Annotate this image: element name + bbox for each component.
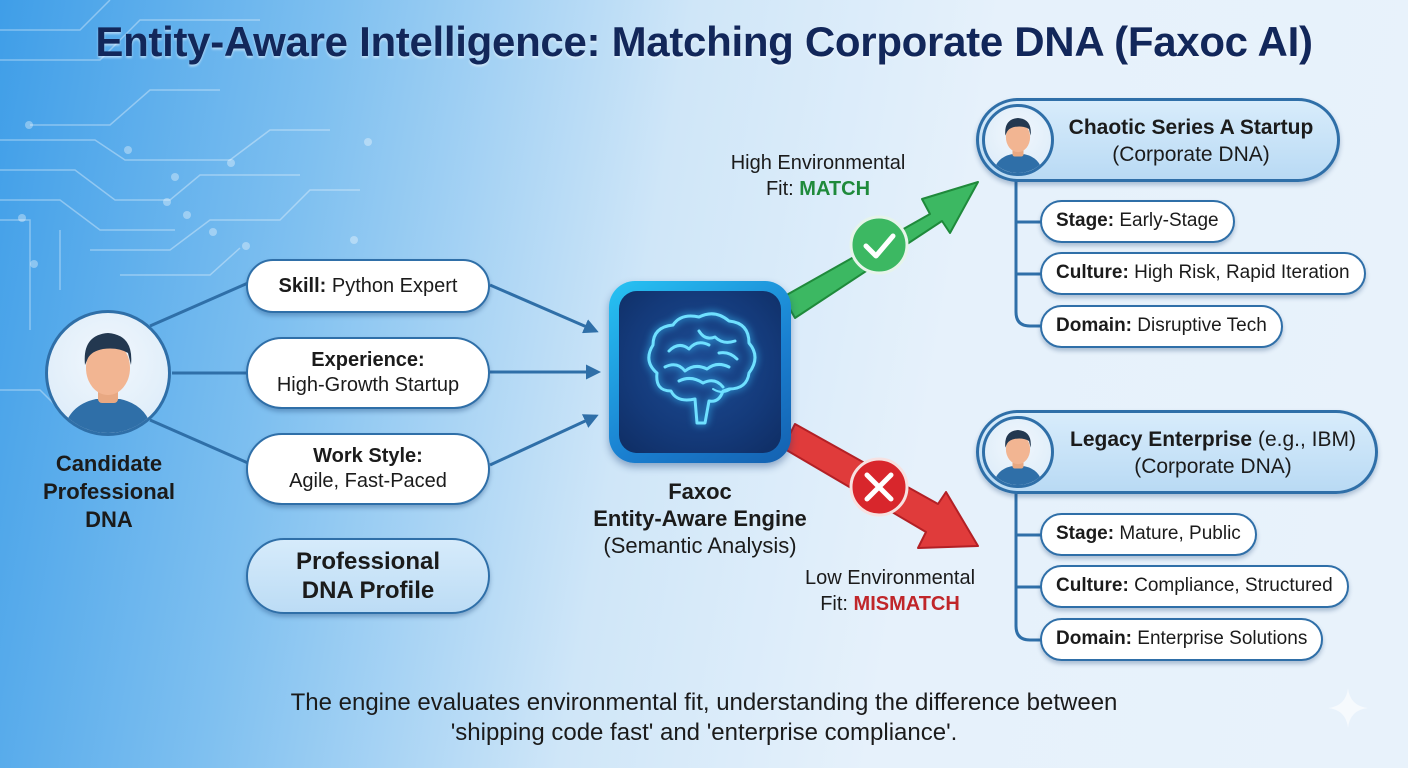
match-status: MATCH bbox=[799, 178, 871, 200]
company-attribute-domain[interactable]: Domain: Disruptive Tech bbox=[1040, 305, 1283, 348]
candidate-label: Candidate Professional DNA bbox=[30, 450, 188, 534]
candidate-label-line: DNA bbox=[85, 507, 133, 532]
match-check-badge bbox=[849, 215, 909, 275]
engine-icon-box bbox=[609, 281, 791, 463]
attribute-key: Stage: bbox=[1056, 210, 1115, 231]
company-title-enterprise: Legacy Enterprise (e.g., IBM) (Corporate… bbox=[1060, 426, 1366, 480]
fit-label-line: Low Environmental bbox=[804, 567, 976, 589]
mismatch-fit-label: Low Environmental Fit: MISMATCH bbox=[784, 565, 996, 617]
company-name-suffix: (e.g., IBM) bbox=[1257, 428, 1356, 451]
attribute-value: Compliance, Structured bbox=[1134, 575, 1333, 596]
company-card-enterprise[interactable] bbox=[976, 410, 1378, 494]
engine-icon-inner bbox=[619, 291, 781, 453]
profile-label-line: Professional bbox=[295, 548, 441, 575]
company-attribute-stage[interactable]: Stage: Early-Stage bbox=[1040, 200, 1235, 243]
attribute-pill-experience[interactable]: Experience: High-Growth Startup bbox=[246, 337, 490, 409]
attribute-value: Enterprise Solutions bbox=[1137, 628, 1308, 649]
mismatch-status: MISMATCH bbox=[853, 593, 960, 615]
company-title-startup: Chaotic Series A Startup (Corporate DNA) bbox=[1060, 114, 1322, 168]
company-attribute-culture[interactable]: Culture: Compliance, Structured bbox=[1040, 565, 1349, 608]
attribute-value: Python Expert bbox=[331, 274, 458, 297]
professional-dna-profile-pill[interactable]: Professional DNA Profile bbox=[246, 538, 490, 614]
arrow-workstyle-to-engine bbox=[489, 414, 599, 467]
attribute-value: Disruptive Tech bbox=[1137, 315, 1267, 336]
attribute-key: Skill: bbox=[278, 274, 327, 297]
engine-label: Faxoc Entity-Aware Engine (Semantic Anal… bbox=[560, 478, 840, 559]
fit-label-status-line: Fit: MISMATCH bbox=[784, 591, 996, 617]
attribute-key: Culture: bbox=[1056, 262, 1129, 283]
footer-line: 'shipping code fast' and 'enterprise com… bbox=[450, 719, 958, 746]
fit-label-line: High Environmental bbox=[730, 152, 906, 174]
fit-prefix: Fit: bbox=[820, 593, 854, 615]
candidate-label-line: Candidate bbox=[55, 451, 163, 476]
attribute-key: Work Style: bbox=[313, 445, 423, 467]
engine-description: (Semantic Analysis) bbox=[603, 533, 797, 558]
connector-workstyle bbox=[149, 418, 249, 465]
attribute-key: Experience: bbox=[311, 349, 425, 371]
attribute-pill-workstyle[interactable]: Work Style: Agile, Fast-Paced bbox=[246, 433, 490, 505]
tree-connector-enterprise bbox=[1014, 492, 1044, 642]
company-attribute-stage[interactable]: Stage: Mature, Public bbox=[1040, 513, 1257, 556]
attribute-value: Early-Stage bbox=[1119, 210, 1219, 231]
company-name: Chaotic Series A Startup bbox=[1068, 116, 1314, 139]
attribute-key: Culture: bbox=[1056, 575, 1129, 596]
person-avatar-icon bbox=[63, 333, 153, 433]
attribute-value: Mature, Public bbox=[1119, 523, 1241, 544]
attribute-pill-skill[interactable]: Skill: Python Expert bbox=[246, 259, 490, 313]
attribute-value: High-Growth Startup bbox=[276, 374, 460, 396]
company-subtitle: (Corporate DNA) bbox=[1134, 455, 1292, 478]
enterprise-avatar bbox=[982, 416, 1054, 488]
attribute-value: High Risk, Rapid Iteration bbox=[1134, 262, 1350, 283]
attribute-key: Domain: bbox=[1056, 315, 1132, 336]
sparkle-icon bbox=[1328, 688, 1368, 728]
candidate-label-line: Professional bbox=[42, 479, 176, 504]
attribute-value: Agile, Fast-Paced bbox=[289, 470, 447, 492]
fit-prefix: Fit: bbox=[765, 178, 800, 200]
circuit-nodes bbox=[18, 121, 372, 268]
company-attribute-domain[interactable]: Domain: Enterprise Solutions bbox=[1040, 618, 1324, 661]
footer-caption: The engine evaluates environmental fit, … bbox=[150, 688, 1258, 748]
tree-connector-startup bbox=[1014, 180, 1044, 328]
brain-icon bbox=[647, 312, 757, 425]
mismatch-x-badge bbox=[849, 457, 909, 517]
circuit-pattern bbox=[0, 0, 360, 421]
attribute-key: Domain: bbox=[1056, 628, 1132, 649]
arrow-skill-to-engine bbox=[489, 283, 599, 334]
check-icon bbox=[863, 233, 896, 259]
fit-label-status-line: Fit: MATCH bbox=[712, 176, 924, 202]
attribute-key: Stage: bbox=[1056, 523, 1115, 544]
company-subtitle: (Corporate DNA) bbox=[1112, 143, 1270, 166]
footer-line: The engine evaluates environmental fit, … bbox=[290, 689, 1118, 716]
person-avatar-icon bbox=[993, 430, 1043, 485]
x-icon bbox=[864, 472, 894, 502]
connector-skill bbox=[149, 281, 249, 328]
company-name: Legacy Enterprise bbox=[1070, 428, 1253, 451]
profile-label-line: DNA Profile bbox=[301, 577, 435, 604]
candidate-avatar bbox=[45, 310, 171, 436]
company-attribute-culture[interactable]: Culture: High Risk, Rapid Iteration bbox=[1040, 252, 1366, 295]
person-avatar-icon bbox=[993, 118, 1043, 173]
page-title: Entity-Aware Intelligence: Matching Corp… bbox=[95, 18, 1313, 65]
startup-avatar bbox=[982, 104, 1054, 176]
engine-name: Faxoc bbox=[668, 479, 732, 504]
match-fit-label: High Environmental Fit: MATCH bbox=[712, 150, 924, 202]
engine-subtitle: Entity-Aware Engine bbox=[593, 506, 807, 531]
